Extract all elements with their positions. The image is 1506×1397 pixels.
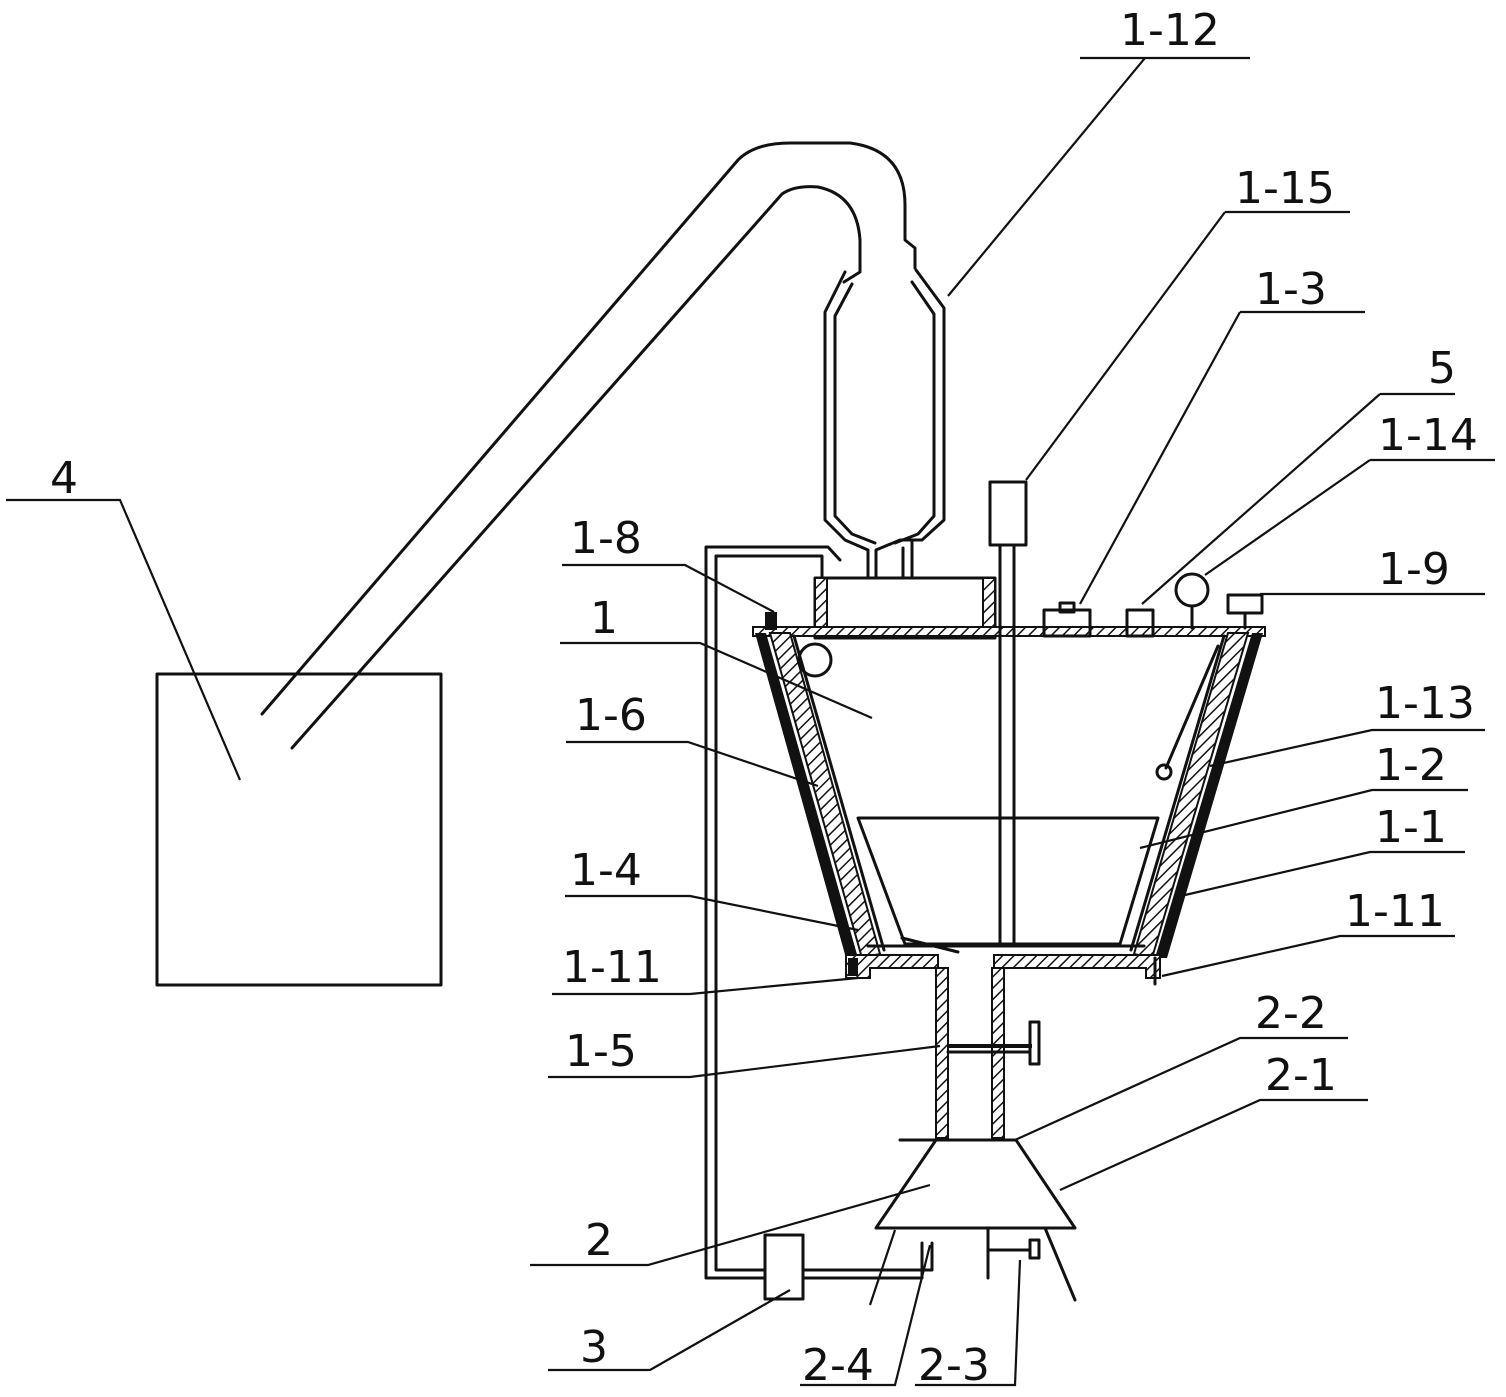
left-wall-outer-black	[755, 633, 858, 958]
valve-1-9	[1226, 593, 1264, 615]
label-1-11-left: 1-11	[562, 942, 662, 993]
condenser-stem	[901, 538, 914, 580]
label-1-1: 1-1	[1375, 802, 1447, 853]
gauge-1-14	[1174, 572, 1210, 608]
label-1-9: 1-9	[1378, 544, 1450, 595]
label-1-14: 1-14	[1378, 410, 1478, 461]
leader-lines	[6, 56, 1495, 1387]
label-1-15: 1-15	[1235, 163, 1335, 214]
return-loop-pipe-outer	[704, 545, 924, 1280]
tank-box-4	[155, 672, 443, 987]
label-1-5: 1-5	[565, 1026, 637, 1077]
label-1: 1	[590, 593, 618, 644]
part-1-3-cap	[1058, 601, 1076, 614]
inlet-circle	[797, 642, 833, 678]
condenser-1-12-outer	[823, 268, 946, 580]
label-1-11-right: 1-11	[1345, 886, 1445, 937]
thermometer-bulb	[1155, 763, 1173, 781]
part-5	[1125, 608, 1155, 638]
lid-block-right-hatch	[982, 577, 996, 639]
left-wall-inner-line	[792, 634, 886, 952]
outlet-1-11-left	[848, 958, 858, 976]
label-1-13: 1-13	[1375, 678, 1475, 729]
inner-basket	[856, 816, 1160, 946]
return-loop-pipe-inner	[714, 554, 934, 1272]
pump-3	[763, 1233, 805, 1301]
top-plate	[752, 626, 1266, 637]
condenser-1-12-inner	[833, 280, 936, 545]
inner-pipe-line	[290, 185, 862, 750]
bottom-plate	[845, 954, 939, 979]
valve-1-5-handle	[1028, 1020, 1041, 1066]
label-2-4: 2-4	[802, 1340, 874, 1391]
label-1-3: 1-3	[1255, 264, 1327, 315]
outer-pipe-line	[260, 141, 917, 716]
label-1-6: 1-6	[575, 690, 647, 741]
right-wall-outer-black	[1155, 633, 1263, 958]
label-3: 3	[580, 1322, 608, 1373]
valve-2-3-handle	[1028, 1238, 1041, 1260]
lid-block-left-hatch	[814, 577, 828, 639]
label-1-4: 1-4	[570, 845, 642, 896]
label-1-8: 1-8	[570, 513, 642, 564]
label-1-12: 1-12	[1120, 5, 1220, 56]
label-2-1: 2-1	[1265, 1050, 1337, 1101]
motor-1-15	[988, 480, 1028, 547]
part-1-8	[765, 612, 777, 630]
basket-rim	[900, 936, 960, 954]
label-1-2: 1-2	[1375, 740, 1447, 791]
label-4: 4	[50, 453, 78, 504]
hopper-outlet-right	[1043, 1226, 1077, 1302]
label-2: 2	[585, 1215, 613, 1266]
part-1-3	[1042, 608, 1092, 638]
label-2-2: 2-2	[1255, 988, 1327, 1039]
thermometer-1-13	[1164, 644, 1220, 770]
right-wall-hatch	[1132, 632, 1250, 960]
label-2-3: 2-3	[918, 1340, 990, 1391]
bottom-plate-right	[993, 954, 1161, 979]
hopper-2	[874, 1138, 1077, 1230]
label-5: 5	[1428, 343, 1456, 394]
tube-left-wall	[935, 967, 949, 1139]
right-wall-inner-line	[1129, 634, 1226, 952]
